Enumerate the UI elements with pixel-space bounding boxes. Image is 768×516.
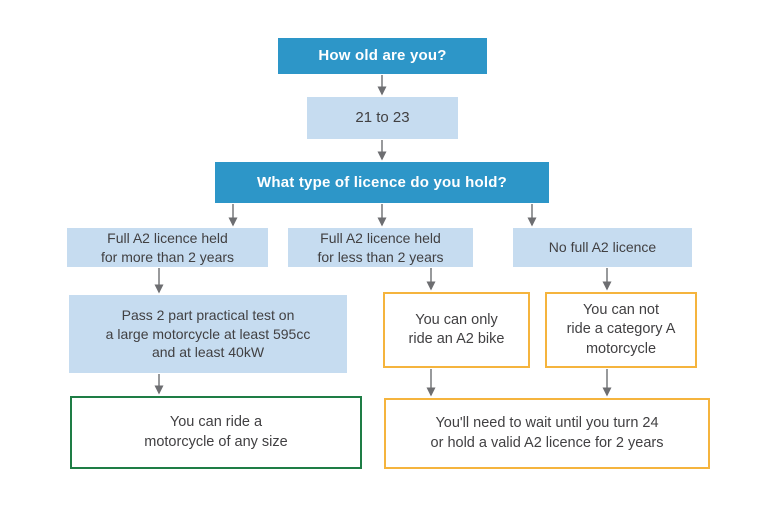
question-how-old-are-you: How old are you? <box>278 38 487 74</box>
answer-age-21-to-23: 21 to 23 <box>307 97 458 139</box>
outcome-only-ride-a2-bike: You can only ride an A2 bike <box>383 292 530 368</box>
branch-no-full-a2-licence: No full A2 licence <box>513 228 692 267</box>
outcome-cannot-ride-category-a: You can not ride a category A motorcycle <box>545 292 697 368</box>
outcome-wait-until-24: You'll need to wait until you turn 24 or… <box>384 398 710 469</box>
outcome-ride-any-size-motorcycle: You can ride a motorcycle of any size <box>70 396 362 469</box>
step-pass-practical-test: Pass 2 part practical test on a large mo… <box>69 295 347 373</box>
branch-full-a2-more-than-2-years: Full A2 licence held for more than 2 yea… <box>67 228 268 267</box>
branch-full-a2-less-than-2-years: Full A2 licence held for less than 2 yea… <box>288 228 473 267</box>
question-licence-type: What type of licence do you hold? <box>215 162 549 203</box>
